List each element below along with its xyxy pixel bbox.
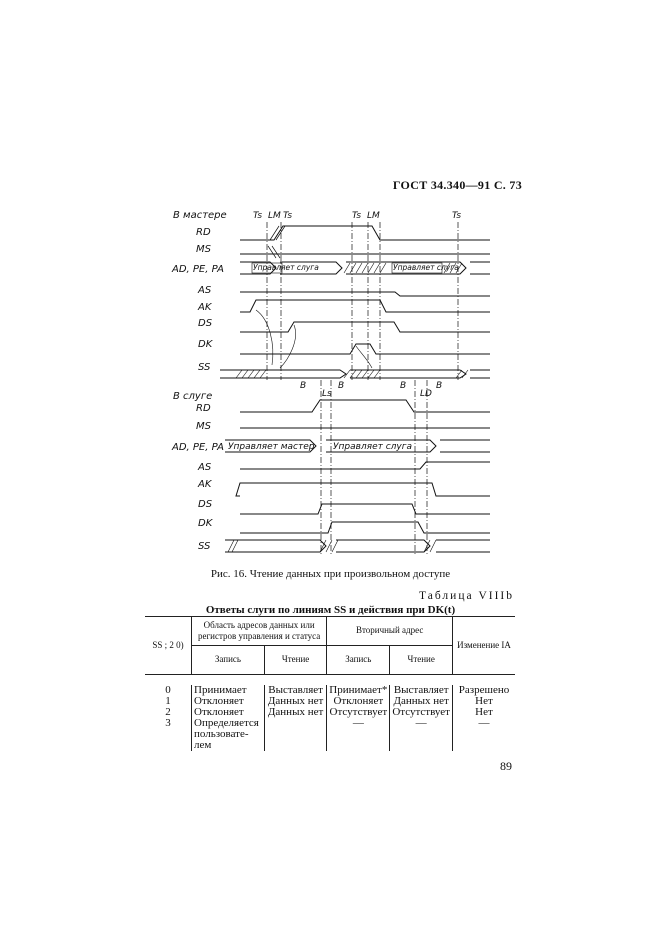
timing-mark-b-4: B: [436, 381, 442, 391]
master-ak-line: [240, 299, 490, 313]
bus-label-slave-1: Управляет мастер: [228, 442, 315, 452]
col-write2-header: Запись: [326, 644, 391, 675]
master-label-ds: DS: [198, 318, 213, 329]
table-title: Ответы слуги по линиям SS и действия при…: [205, 604, 456, 616]
timing-mark-ld: LD: [420, 389, 432, 399]
slave-label-rd: RD: [196, 403, 211, 414]
page-header: ГОСТ 34.340—91 С. 73: [392, 178, 522, 192]
cell-write-2: Принимает* Отклоняет Отсутствует —: [326, 684, 391, 751]
timing-mark-ls: Ls: [322, 389, 332, 399]
master-ds-line: [240, 321, 490, 333]
slave-label-as: AS: [197, 462, 212, 473]
slave-ak-line: [235, 482, 490, 497]
bus-label-master-2: Управляет слуга: [393, 263, 459, 272]
slave-rd-line: [240, 399, 490, 413]
master-bus: [240, 261, 490, 275]
slave-label-ak: AK: [197, 479, 213, 490]
slave-label-dk: DK: [198, 518, 214, 529]
cell-read-1: Выставляет Данных нет Данных нет: [263, 684, 328, 751]
cell-write-1: Принимает Отклоняет Отклоняет Определяет…: [191, 684, 265, 751]
bus-label-slave-2: Управляет слуга: [333, 442, 412, 452]
slave-ds-line: [240, 503, 490, 515]
slave-label-bus: AD, PE, PA: [171, 442, 224, 453]
page-number: 89: [500, 759, 512, 773]
col-write-header: Запись: [191, 644, 265, 675]
timing-mark-lm-2: LM: [367, 211, 380, 221]
figure-caption: Рис. 16. Чтение данных при произвольном …: [210, 568, 451, 580]
master-label-ms: MS: [196, 244, 212, 255]
col-read-header: Чтение: [263, 644, 328, 675]
timing-mark-b-2: B: [338, 381, 344, 391]
timing-mark-ts-4: Ts: [452, 211, 461, 221]
master-label-bus: AD, PE, PA: [171, 264, 224, 275]
bus-label-master-1: Управляет слуга: [253, 263, 319, 272]
cell-ia: Разрешено Нет Нет —: [452, 684, 515, 751]
master-ss-bus: [220, 369, 490, 379]
slave-title: В слуге: [173, 391, 212, 402]
col-ia-header: Изменение IA: [452, 616, 515, 675]
slave-bus: [225, 439, 490, 453]
timing-mark-ts-3: Ts: [352, 211, 361, 221]
master-title: В мастере: [173, 210, 227, 221]
table-number: Таблица VIIIb: [419, 590, 514, 602]
slave-as-line: [240, 461, 490, 470]
master-label-ak: AK: [197, 302, 213, 313]
responses-table: SS ; 2 0) Область адресов данных или рег…: [145, 616, 515, 751]
cell-read-2: Выставляет Данных нет Отсутствует —: [389, 684, 453, 751]
cell-ss-values: 0 1 2 3: [145, 684, 192, 751]
master-label-ss: SS: [198, 362, 211, 373]
slave-label-ds: DS: [198, 499, 213, 510]
timing-mark-ts-1: Ts: [253, 211, 262, 221]
col-read2-header: Чтение: [389, 644, 453, 675]
master-as-line: [240, 291, 490, 297]
slave-dk-line: [240, 521, 490, 534]
col-ss-header: SS ; 2 0): [145, 616, 192, 675]
timing-mark-b-1: B: [300, 381, 306, 391]
timing-mark-ts-2: Ts: [283, 211, 292, 221]
slave-label-ss: SS: [198, 541, 211, 552]
master-dk-line: [240, 343, 490, 355]
master-rd-line: [240, 225, 490, 241]
slave-label-ms: MS: [196, 421, 212, 432]
timing-diagram: В мастере RD MS AD, PE, PA AS AK DS DK S…: [171, 210, 490, 555]
timing-mark-lm-1: LM: [268, 211, 281, 221]
master-label-rd: RD: [196, 227, 211, 238]
master-label-dk: DK: [198, 339, 214, 350]
col-group-address-area: Область адресов данных или регистров упр…: [190, 616, 328, 646]
slave-ss-bus: [225, 539, 490, 553]
col-group-secondary-address: Вторичный адрес: [326, 616, 453, 646]
timing-mark-b-3: B: [400, 381, 406, 391]
master-label-as: AS: [197, 285, 212, 296]
